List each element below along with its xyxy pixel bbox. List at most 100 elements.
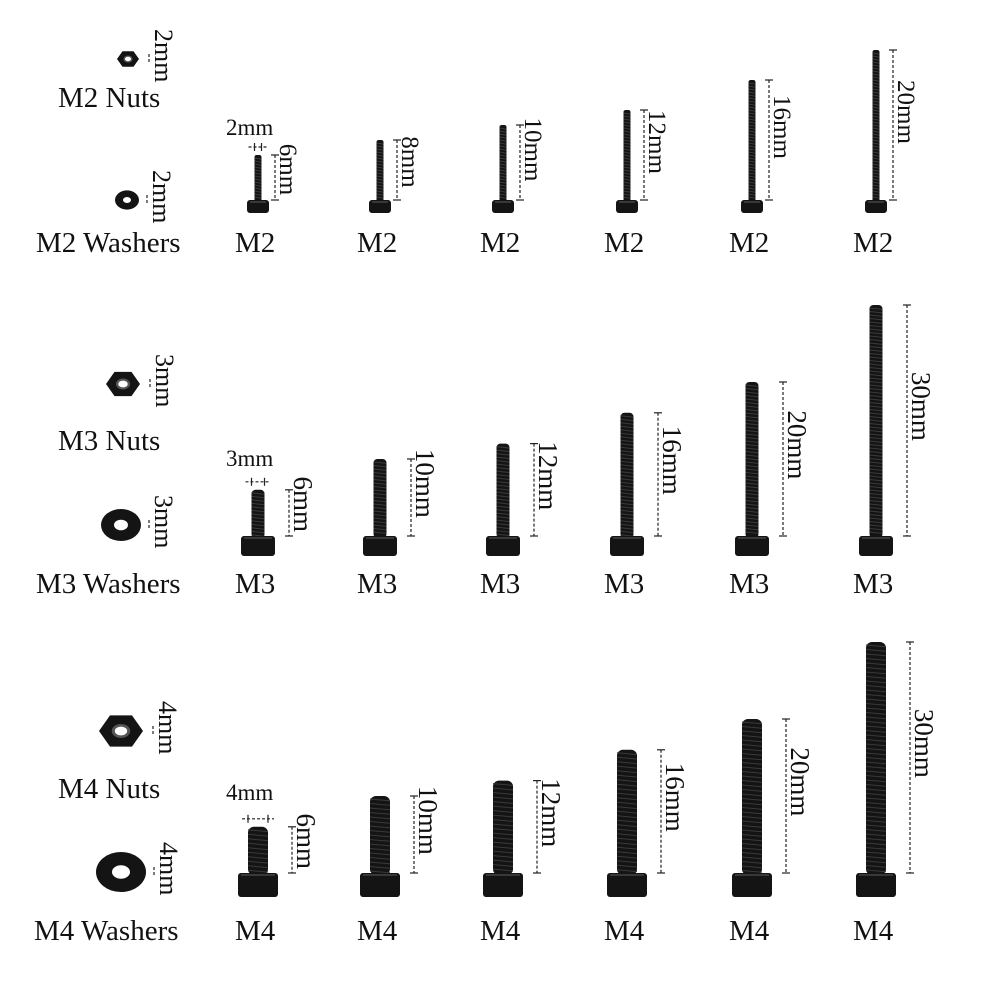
screw-size-label: M3 [853,568,893,600]
screw-size-label: M3 [357,568,397,600]
length-label: 6mm [288,476,318,532]
washer-dim-label: 2mm [147,170,176,223]
length-label: 6mm [291,813,321,869]
length-dimension: 20mm [782,718,815,874]
screw-head [607,873,647,897]
screw-head [238,873,278,897]
screw-head [369,200,391,213]
length-dimension: 16mm [654,412,687,537]
washer-dim-label: 3mm [149,495,178,548]
length-label: 20mm [785,747,815,816]
screw-head [859,536,893,556]
washer-label: M3 Washers [36,568,181,600]
screw-head [247,200,269,213]
screw-head [492,200,514,213]
diameter-label: 4mm [226,780,273,805]
nut-dim-label: 4mm [153,701,182,754]
length-dimension: 30mm [906,641,939,874]
screw-size-label: M4 [729,915,770,947]
screw-threads [369,798,391,874]
screw-head [486,536,520,556]
screw-head [856,873,896,897]
screw-head [735,536,769,556]
length-label: 20mm [892,80,919,144]
length-label: 10mm [519,118,546,182]
diameter-dimension: 2mm [226,115,273,151]
length-dimension: 12mm [640,109,670,201]
washer-label: M2 Washers [36,227,181,259]
diameter-label: 3mm [226,446,273,471]
length-dimension: 12mm [530,441,563,537]
screw-head [610,536,644,556]
screw-size-label: M2 [853,227,893,259]
screw-head [741,200,763,213]
screw-threads [869,307,883,534]
hex-nut-icon [117,51,139,67]
length-dimension: 10mm [407,449,440,537]
length-dimension: 10mm [516,118,546,201]
screw-threads [492,783,514,872]
length-label: 12mm [536,778,566,847]
length-dimension: 10mm [410,786,443,874]
screw-threads [247,829,269,873]
length-label: 12mm [643,110,670,174]
washer-icon [101,509,141,541]
screw-size-label: M4 [480,915,521,947]
length-label: 10mm [413,786,443,855]
screw-threads [620,415,634,537]
length-dimension: 6mm [271,144,301,201]
screw-shaft [251,489,265,538]
screw-head [241,536,275,556]
screw-threads [254,157,262,199]
screw-size-label: M4 [604,915,645,947]
screw-size-label: M4 [357,915,398,947]
washer-icon [115,190,139,210]
screw-head [483,873,523,897]
length-dimension: 20mm [779,381,812,537]
screw-shaft [254,155,262,202]
screw-threads [616,752,638,873]
length-label: 20mm [782,410,812,479]
screw-threads [745,384,759,534]
screw-size-label: M3 [480,568,520,600]
screw-size-label: M2 [480,227,520,259]
length-label: 16mm [657,426,687,495]
length-label: 16mm [768,95,795,159]
nut-label: M3 Nuts [58,425,160,457]
washer-label: M4 Washers [34,915,179,947]
washer-dim-label: 4mm [154,842,183,895]
diameter-dimension: 3mm [226,446,273,486]
screw-threads [251,492,265,537]
screw-threads [623,112,631,199]
screw-size-label: M2 [235,227,275,259]
length-label: 10mm [410,449,440,518]
washer-icon [96,852,146,892]
screw-head [616,200,638,213]
length-dimension: 6mm [285,476,318,537]
screw-threads [741,721,763,873]
length-label: 30mm [909,709,939,778]
screw-size-label: M3 [729,568,769,600]
screw-size-label: M2 [604,227,644,259]
screw-size-label: M3 [235,568,275,600]
screw-threads [376,142,384,199]
length-dimension: 8mm [393,136,423,201]
